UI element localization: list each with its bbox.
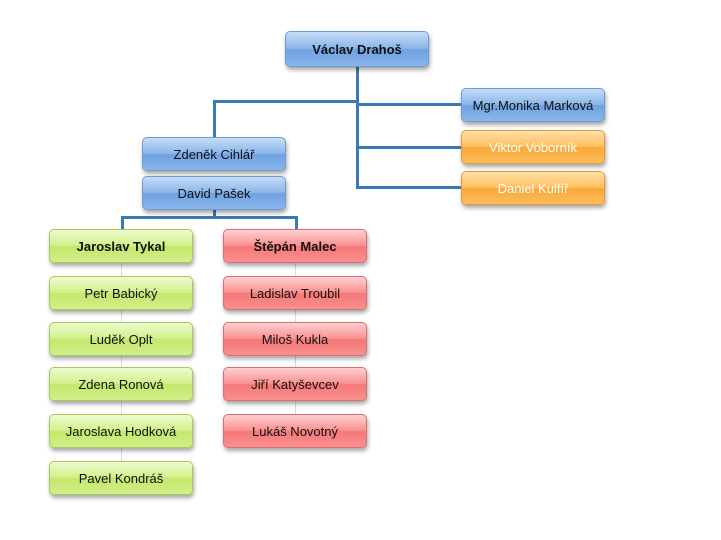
node-red-member: Miloš Kukla	[223, 322, 367, 356]
node-red-member: Jiří Katyševcev	[223, 367, 367, 401]
connector-assistant-1	[356, 103, 461, 106]
green-column-guide	[121, 262, 122, 462]
connector-teams-bar	[122, 216, 297, 219]
node-green-member: Pavel Kondráš	[49, 461, 193, 495]
node-green-member: Jaroslava Hodková	[49, 414, 193, 448]
connector-branch-left	[213, 100, 359, 103]
node-red-member: Ladislav Troubil	[223, 276, 367, 310]
connector-deputy-drop	[213, 100, 216, 140]
node-deputy: Zdeněk Cihlář	[142, 137, 286, 171]
node-green-member: Luděk Oplt	[49, 322, 193, 356]
connector-head-down	[356, 66, 359, 188]
node-assistant-2: Viktor Voborník	[461, 130, 605, 164]
node-green-lead: Jaroslav Tykal	[49, 229, 193, 263]
node-assistant-1: Mgr.Monika Marková	[461, 88, 605, 122]
node-green-member: Petr Babický	[49, 276, 193, 310]
node-green-member: Zdena Ronová	[49, 367, 193, 401]
node-manager: David Pašek	[142, 176, 286, 210]
node-red-member: Lukáš Novotný	[223, 414, 367, 448]
connector-assistant-3	[356, 186, 461, 189]
node-red-lead: Štěpán Malec	[223, 229, 367, 263]
connector-assistant-2	[356, 146, 461, 149]
connector-red-drop	[295, 216, 298, 230]
node-assistant-3: Daniel Kulfíř	[461, 171, 605, 205]
connector-green-drop	[121, 216, 124, 230]
node-head: Václav Drahoš	[285, 31, 429, 67]
connector-manager-down	[213, 208, 216, 218]
